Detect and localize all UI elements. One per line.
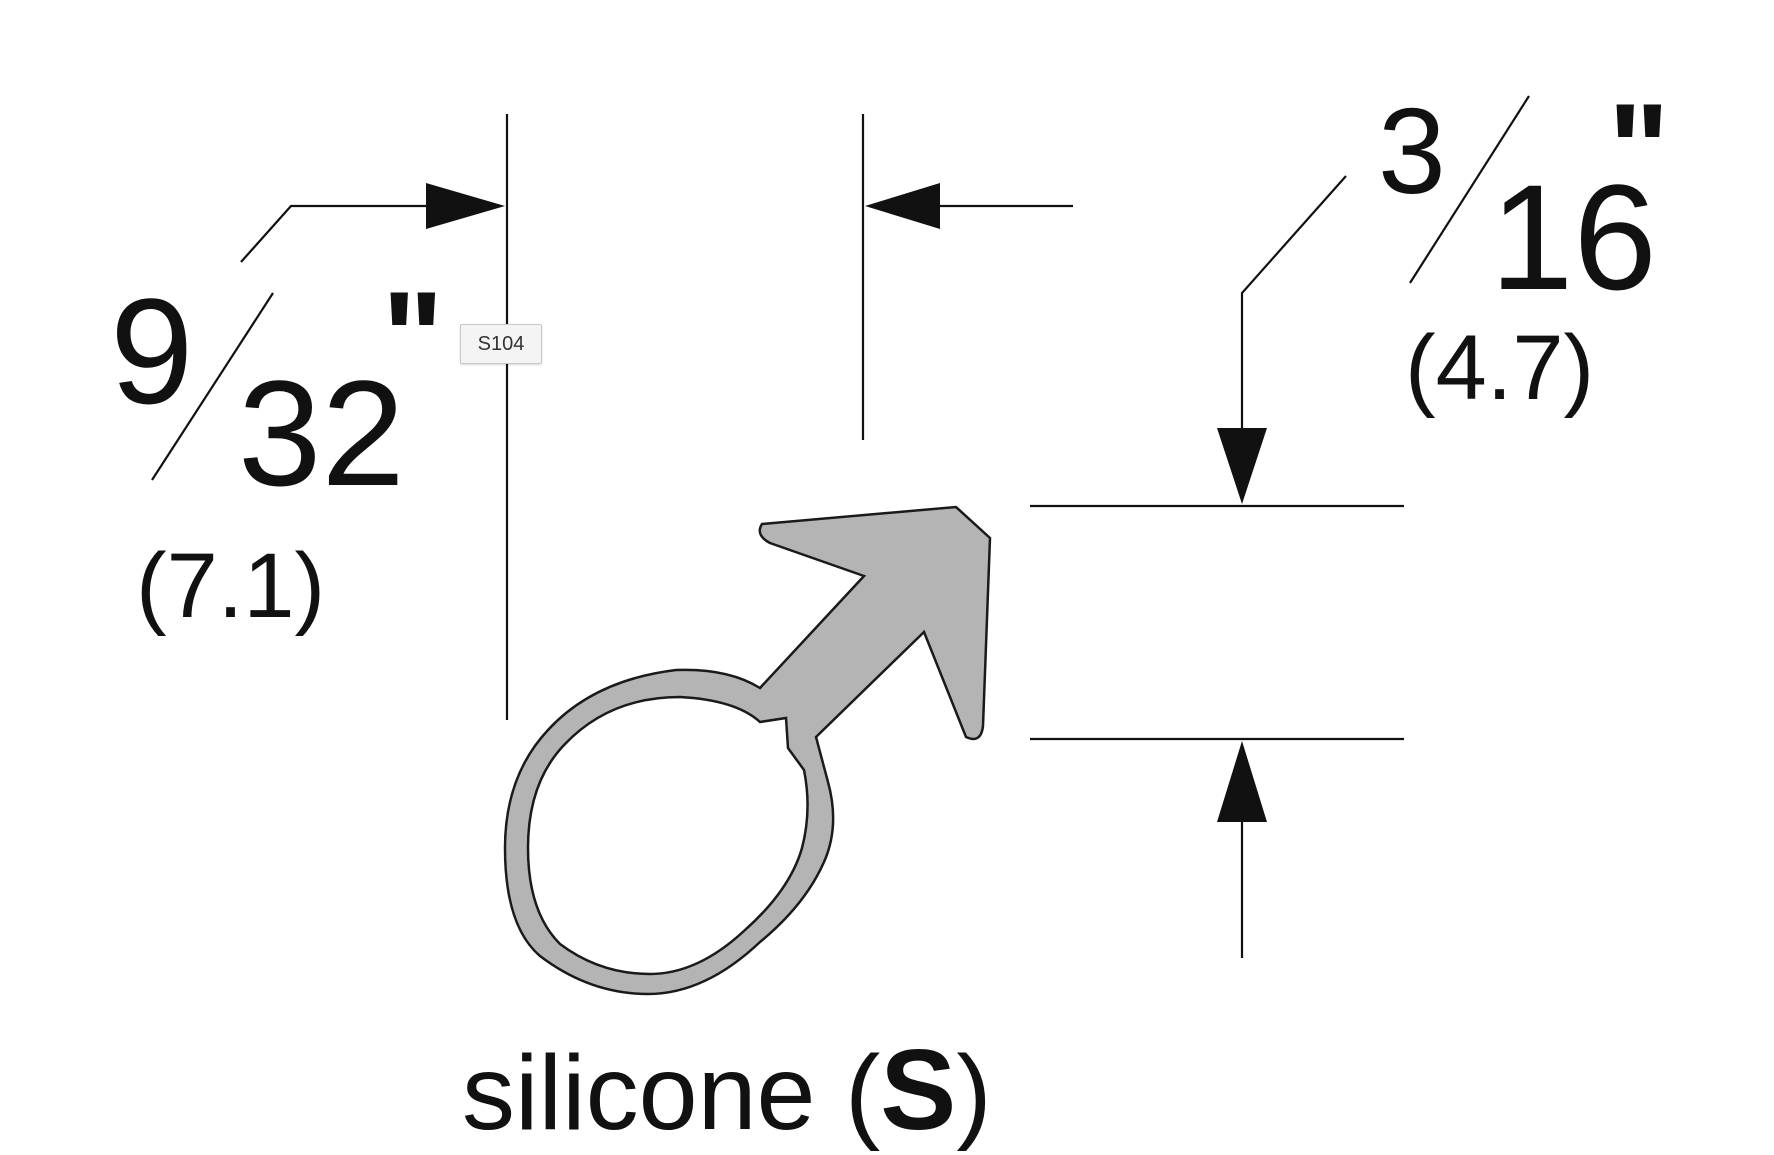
width-denominator: 32: [238, 349, 405, 517]
height-metric: (4.7): [1405, 317, 1595, 419]
width-numerator: 9: [110, 267, 194, 435]
width-inch-mark: ": [382, 264, 444, 410]
fraction-slash-height: [1409, 95, 1530, 284]
part-code-label: S104: [477, 332, 525, 355]
material-caption: silicone (S): [462, 1034, 992, 1148]
height-inch-mark: ": [1608, 76, 1670, 222]
seal-profile-shape: [503, 505, 992, 996]
material-close-paren: ): [956, 1034, 992, 1152]
arrowhead-height-top: [1217, 428, 1267, 504]
fraction-slash-width: [151, 292, 274, 481]
arrowhead-width-right: [865, 183, 940, 229]
height-leader-line: [1240, 175, 1347, 430]
part-code-tooltip: S104: [460, 324, 542, 364]
material-code: S: [880, 1027, 957, 1154]
seal-profile: [503, 505, 992, 996]
material-open-paren: (: [844, 1034, 881, 1152]
width-metric: (7.1): [136, 535, 326, 637]
height-numerator: 3: [1378, 83, 1446, 219]
material-word: silicone: [462, 1034, 816, 1152]
arrowhead-height-bottom: [1217, 741, 1267, 822]
arrowhead-width-left: [426, 183, 505, 229]
width-leader-line: [240, 204, 430, 263]
height-denominator: 16: [1490, 153, 1657, 321]
